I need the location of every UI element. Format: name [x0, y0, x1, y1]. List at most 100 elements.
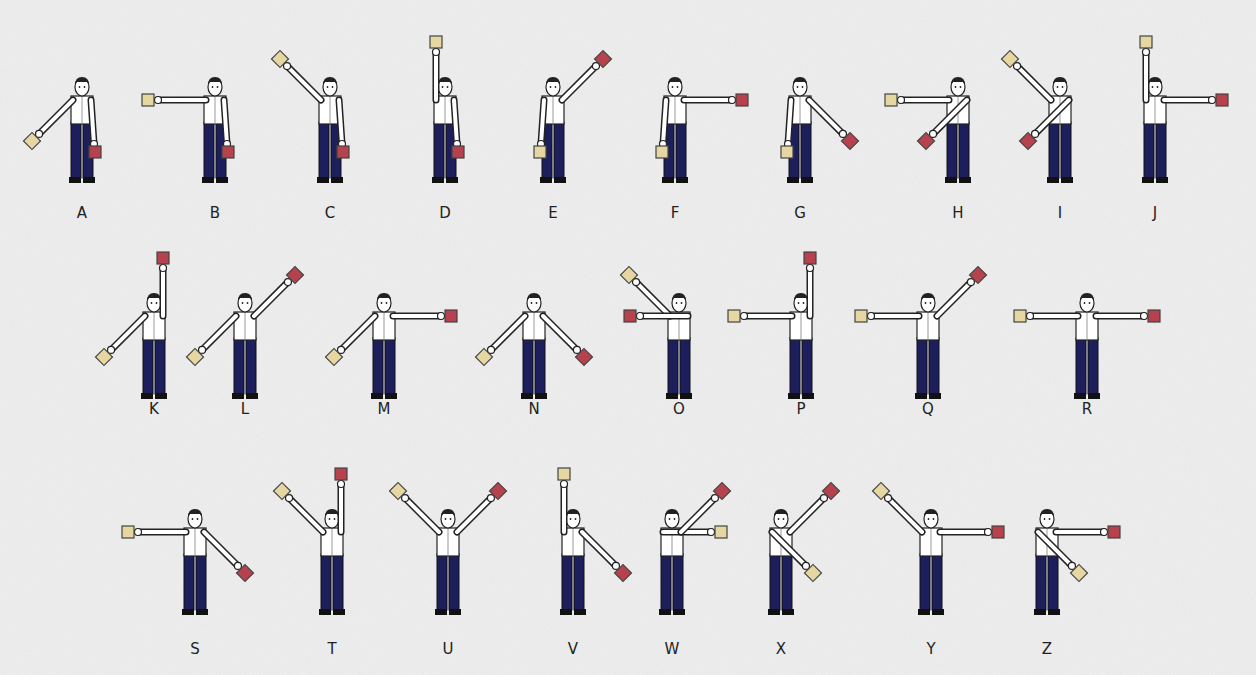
flag [430, 36, 442, 48]
hand [1209, 97, 1216, 104]
flag [490, 483, 507, 500]
flag [476, 349, 493, 366]
signaller-figure [1034, 509, 1120, 615]
hair [921, 293, 935, 301]
eye [217, 86, 219, 88]
eye [445, 518, 447, 520]
shoe [1142, 177, 1154, 183]
eye [1157, 86, 1159, 88]
arm [158, 98, 206, 102]
flag [736, 94, 748, 106]
arm [254, 282, 288, 316]
eye [1049, 518, 1051, 520]
flag [885, 94, 897, 106]
head [323, 78, 337, 96]
arm [543, 316, 577, 350]
arm-outline [339, 100, 342, 144]
flag [24, 133, 41, 150]
signaller-figure [768, 483, 839, 615]
shirt-seam [1155, 97, 1156, 123]
flag [805, 565, 822, 582]
arm [772, 532, 806, 566]
shoe [1156, 177, 1168, 183]
leg [71, 122, 81, 178]
arm-outline [772, 532, 806, 566]
arm-outline [202, 316, 236, 350]
hair [668, 77, 682, 85]
letter-label: W [665, 642, 680, 657]
eye [955, 86, 957, 88]
arm-outline [287, 66, 321, 100]
signaller-figure [781, 77, 858, 183]
eye [242, 302, 244, 304]
head [238, 294, 252, 312]
leg [1156, 122, 1166, 178]
hand [338, 481, 345, 488]
head [794, 294, 808, 312]
hair [325, 509, 339, 517]
hand [898, 97, 905, 104]
shoe [932, 609, 944, 615]
hair [951, 77, 965, 85]
eye [550, 86, 552, 88]
eye [192, 518, 194, 520]
leg [673, 554, 683, 610]
head [668, 78, 682, 96]
eye [555, 86, 557, 88]
arm [339, 100, 342, 144]
arm [1017, 66, 1051, 100]
eye [797, 86, 799, 88]
head [438, 78, 452, 96]
leg [661, 554, 671, 610]
eye [930, 302, 932, 304]
leg [246, 338, 256, 394]
arm-outline [562, 66, 596, 100]
head [951, 78, 965, 96]
arm-outline [1056, 529, 1104, 536]
eye [1152, 86, 1154, 88]
signaller-figure [326, 293, 457, 399]
eye [1089, 302, 1091, 304]
shoe [560, 609, 572, 615]
signaller-figure [621, 267, 692, 399]
head [665, 510, 679, 528]
arm [871, 314, 919, 318]
arm-outline [158, 97, 206, 104]
leg [932, 554, 942, 610]
flag [222, 146, 234, 158]
shirt-seam [800, 97, 801, 123]
flag [452, 146, 464, 158]
arm [405, 498, 439, 532]
head [921, 294, 935, 312]
shoe [216, 177, 228, 183]
hand [1101, 529, 1108, 536]
arm [457, 498, 491, 532]
head [546, 78, 560, 96]
letter-label: D [439, 206, 451, 221]
shoe [155, 393, 167, 399]
letter-label: N [528, 402, 539, 417]
arm-outline [393, 313, 441, 320]
leg [523, 338, 533, 394]
arm [202, 316, 236, 350]
shirt-seam [195, 529, 196, 555]
letter-label: M [378, 402, 391, 417]
eye [536, 302, 538, 304]
arm [562, 66, 596, 100]
shoe [782, 609, 794, 615]
signaller-figure [885, 77, 971, 183]
letter-label: L [241, 402, 249, 417]
arm [1056, 530, 1104, 534]
shoe [540, 177, 552, 183]
letter-label: A [77, 206, 87, 221]
letter-label: G [794, 206, 806, 221]
shoe [317, 177, 329, 183]
arm-outline [254, 282, 288, 316]
shoe [446, 177, 458, 183]
eye [1057, 86, 1059, 88]
shoe [659, 609, 671, 615]
eye [151, 302, 153, 304]
signaller-figure [142, 77, 234, 183]
leg [234, 338, 244, 394]
